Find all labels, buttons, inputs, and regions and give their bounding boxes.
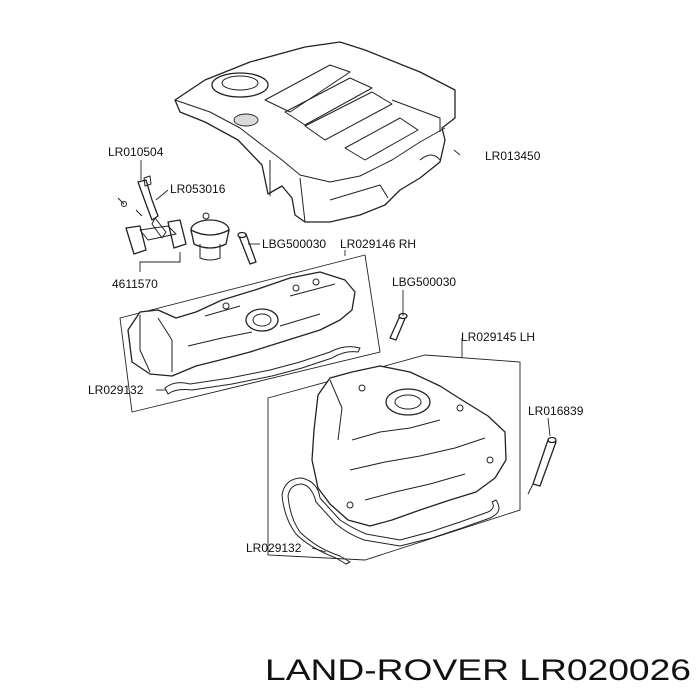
bolt-lh-drawing — [389, 312, 408, 341]
valve-cover-rh-frame — [119, 254, 381, 413]
dipstick-drawing — [137, 175, 167, 239]
label-gasket-lh: LR029132 — [246, 541, 302, 555]
label-oil-cap: LR053016 — [170, 182, 226, 196]
leader-lines — [139, 149, 551, 553]
label-valve-cover-rh: LR029146 RH — [340, 237, 416, 251]
label-grommets: 4611570 — [112, 277, 158, 291]
gasket-lh-drawing — [281, 477, 500, 565]
label-sensor: LR016839 — [528, 404, 584, 418]
bolt-rh-drawing — [237, 231, 257, 265]
gasket-rh-drawing — [164, 346, 361, 395]
oil-cap-drawing — [190, 212, 230, 261]
label-gasket-rh: LR029132 — [88, 383, 144, 397]
label-bolt-rh: LBG500030 — [262, 237, 326, 251]
grommet-parts-drawing — [117, 197, 187, 255]
footer-title: LAND-ROVER LR020026 — [265, 654, 691, 687]
valve-cover-lh-frame — [267, 354, 521, 561]
label-valve-cover-lh: LR029145 LH — [461, 330, 535, 344]
label-dipstick: LR010504 — [108, 145, 164, 159]
engine-cover-drawing — [174, 41, 456, 223]
label-engine-cover: LR013450 — [485, 149, 541, 163]
valve-cover-rh-drawing — [127, 271, 356, 377]
label-bolt-lh: LBG500030 — [392, 275, 456, 289]
sensor-drawing — [527, 436, 557, 495]
valve-cover-lh-drawing — [311, 365, 507, 527]
